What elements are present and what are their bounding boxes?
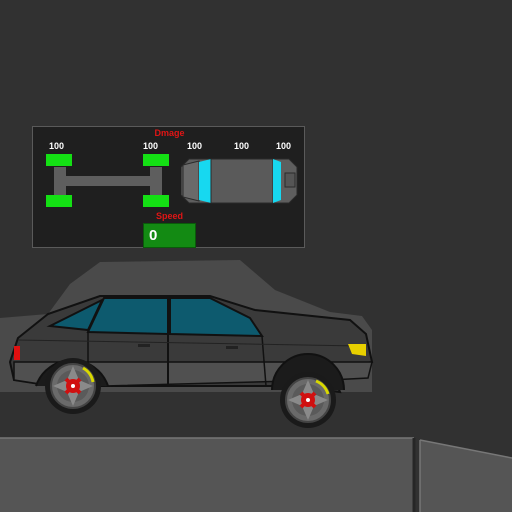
front-glass bbox=[273, 159, 281, 203]
speed-label: Speed bbox=[155, 211, 183, 221]
axle-left-strut bbox=[54, 167, 66, 195]
tire-front-left-indicator bbox=[46, 154, 72, 166]
body-mid-value: 100 bbox=[234, 141, 250, 151]
tire-rear-right-indicator bbox=[143, 195, 169, 207]
ground-ramp-right bbox=[420, 440, 512, 512]
damage-panel: Dmage 100 100 100 100 100 100 Speed 0 bbox=[32, 126, 305, 248]
tire-front-left-value: 100 bbox=[49, 141, 65, 151]
wheel-rear bbox=[45, 358, 101, 414]
speed-display: 0 bbox=[143, 223, 196, 248]
tire-front-right-value: 100 bbox=[143, 141, 159, 151]
tire-rear-left-indicator bbox=[46, 195, 72, 207]
axle-beam bbox=[66, 176, 150, 186]
speed-value: 0 bbox=[149, 227, 158, 244]
body-front-value: 100 bbox=[187, 141, 203, 151]
rear-glass bbox=[199, 159, 211, 203]
damage-title: Dmage bbox=[154, 128, 185, 138]
car-window-front bbox=[169, 297, 264, 338]
ground-platform-left bbox=[0, 438, 414, 512]
tail-light bbox=[14, 346, 20, 360]
wheel-front bbox=[280, 372, 336, 428]
body-rear-value: 100 bbox=[276, 141, 292, 151]
head-light bbox=[348, 344, 366, 356]
tire-front-right-indicator bbox=[143, 154, 169, 166]
car-top-view-icon bbox=[181, 158, 298, 204]
axle-right-strut bbox=[150, 167, 162, 195]
